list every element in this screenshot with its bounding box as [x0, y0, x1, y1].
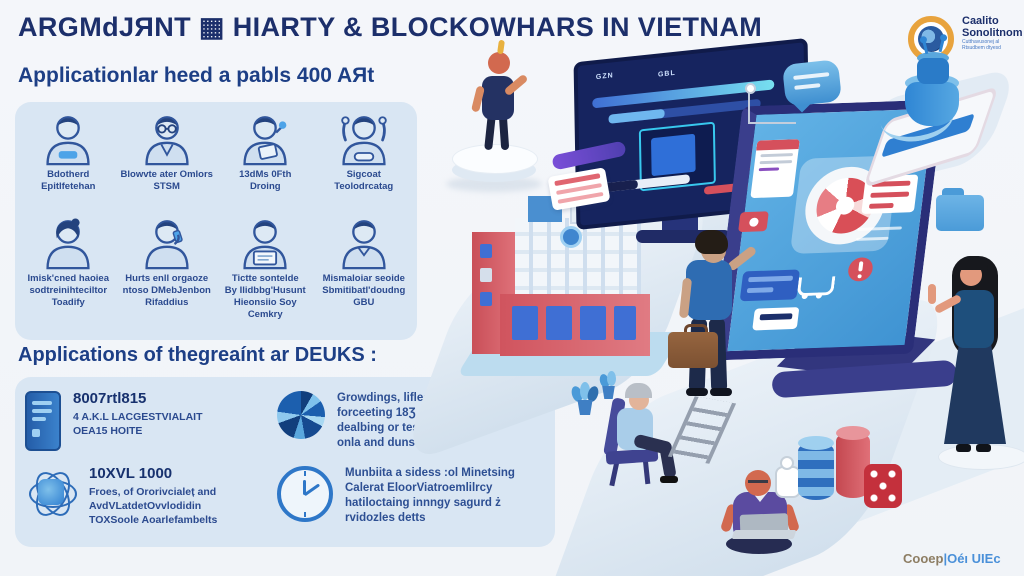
roles-panel: Bdotherd Epitlfetehan Blowvte ater Omlor… [15, 102, 417, 340]
logo-name-line1: Caalito [962, 15, 999, 27]
section-apps-title: Applications of thegreaínt ar DEUKS : [18, 344, 377, 366]
role-item: Sigcoat Teolodrcatag [315, 110, 414, 214]
role-item: Bdotherd Epitlfetehan [19, 110, 118, 214]
app-body: Munbiita a sidess :ol Minetsing Calerat … [345, 467, 515, 524]
floating-blue-dot [560, 226, 582, 248]
logo-tagline1: Cutthavusonej al [962, 39, 1000, 46]
app-item: 10XVL 1000 Froes, of Ororivcialeț and Av… [23, 462, 275, 537]
footer-brand-left: Cooep [903, 551, 944, 566]
role-label: Blowvte ater Omlors STSM [120, 169, 213, 192]
screen-chip: GZN [595, 72, 614, 82]
role-label: Bdotherd Epitlfetehan [41, 169, 96, 192]
person-woman-icon [36, 218, 100, 270]
role-label: Imisk'cned haoiea sodtreinihteciltor Toa… [27, 273, 109, 308]
role-label: Tictte sontelde By Ilidbbg'Husunt Hieons… [224, 273, 306, 320]
app-heading: 8007rtl815 [73, 390, 147, 407]
person-phone-icon [135, 218, 199, 270]
folder-icon [942, 188, 964, 198]
coin-stack-illustration [798, 442, 834, 500]
person-glasses-icon [135, 114, 199, 166]
speech-bubble-icon [781, 59, 843, 107]
app-body: 4 A.K.L LACGESTVIALAIT OEA15 HOITE [73, 410, 203, 437]
role-item: Hurts enll orgaoze ntoso DMebJenbon Rifa… [118, 214, 217, 334]
section-roles-title: Applicationlar heed a pabls 400 AЯt [18, 64, 375, 87]
role-label: Sigcoat Teolodrcatag [334, 169, 394, 192]
app-item: 8007rtl815 4 A.K.L LACGESTVIALAIT OEA15 … [23, 387, 275, 462]
brand-logo: Caalito Sonolitnom Cutthavusonej al Rtsu… [908, 15, 1023, 62]
role-item: Tictte sontelde By Ilidbbg'Husunt Hieons… [216, 214, 315, 334]
app-body: Froes, of Ororivcialeț and AvdVLatdetOvv… [89, 485, 218, 526]
logo-name-line2: Sonolitnom [962, 26, 1023, 39]
phone-icon [25, 391, 61, 451]
app-heading: 10XVL 1000 [89, 465, 173, 482]
screen-chip: GBL [657, 69, 676, 79]
circuit-line [745, 83, 796, 124]
atom-icon [25, 466, 78, 522]
person-reading-icon [233, 218, 297, 270]
footer-brand-right: |Oéı UIEc [943, 551, 1001, 566]
person-badge-icon [36, 114, 100, 166]
app-item: Munbiita a sidess :ol Minetsing Calerat … [275, 462, 553, 537]
shatter-pie-icon [277, 391, 325, 439]
role-label: Mismaloiar seoide Sbmitibatl'doudng GBU [322, 273, 406, 308]
role-label: 13dMs 0Fth Droing [239, 169, 292, 192]
page-title: ARGMdJЯNT ▦ HIARTY & BLOCKOWHARS IN VIET… [18, 12, 763, 42]
footer-brand: Cooep|Oéı UIEc [903, 551, 1001, 566]
clock-icon [277, 466, 333, 522]
logo-tagline2: Rtsudbem dtyesd [962, 45, 1001, 52]
role-item: Imisk'cned haoiea sodtreinihteciltor Toa… [19, 214, 118, 334]
person-tablet-icon [233, 114, 297, 166]
red-dice-illustration [864, 464, 902, 508]
person-cheering-icon [341, 114, 387, 166]
person-plain-icon [332, 218, 396, 270]
role-item: Blowvte ater Omlors STSM [118, 110, 217, 214]
role-item: 13dMs 0Fth Droing [216, 110, 315, 214]
role-label: Hurts enll orgaoze ntoso DMebJenbon Rifa… [122, 273, 211, 308]
role-item: Mismaloiar seoide Sbmitibatl'doudng GBU [315, 214, 414, 334]
